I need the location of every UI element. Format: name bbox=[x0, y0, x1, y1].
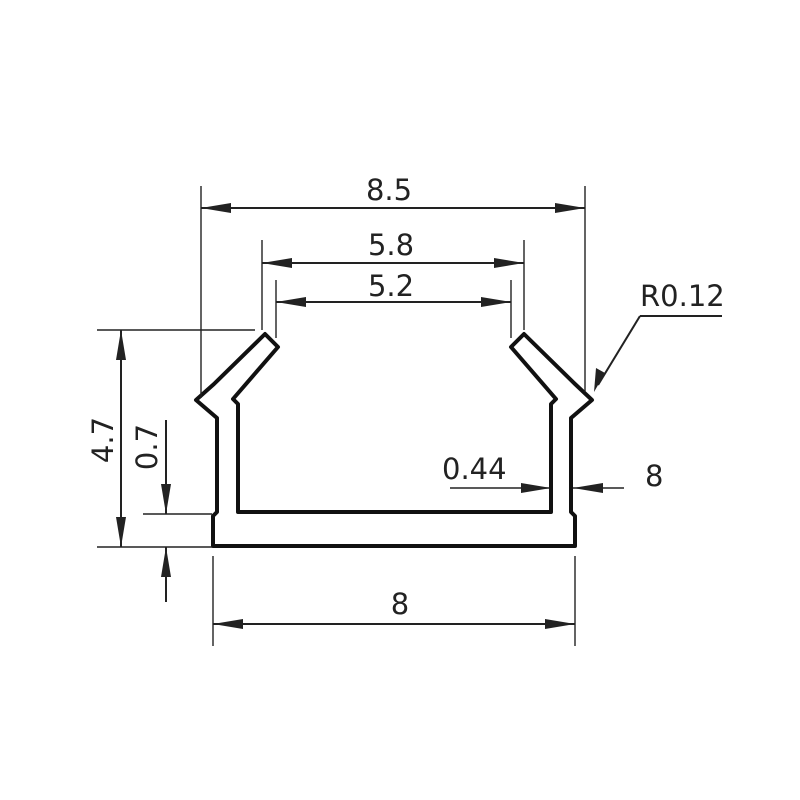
channel-profile bbox=[194, 332, 594, 548]
dim-label-top-width: 8.5 bbox=[366, 173, 412, 207]
dimension-top-width: 8.5 bbox=[200, 173, 586, 398]
dimension-wall-thickness: 0.44 8 bbox=[442, 452, 663, 493]
dim-label-total-height: 4.7 bbox=[86, 417, 120, 463]
dimension-base-thickness: 0.7 bbox=[130, 420, 212, 602]
dim-label-opening-inner: 5.2 bbox=[368, 269, 414, 303]
dim-label-wall-thickness: 0.44 bbox=[442, 452, 507, 486]
dimension-total-height: 4.7 bbox=[86, 329, 255, 548]
dim-label-opening-outer: 5.8 bbox=[368, 228, 414, 262]
dimension-opening-inner: 5.2 bbox=[275, 269, 512, 338]
dimension-opening-outer: 5.8 bbox=[261, 228, 525, 330]
dimension-radius: R0.12 bbox=[594, 279, 725, 392]
dim-label-bottom-width: 8 bbox=[391, 587, 409, 621]
dimension-bottom-width: 8 bbox=[212, 556, 576, 646]
dim-label-wall-thickness-side: 8 bbox=[645, 459, 663, 493]
dim-label-base-thickness: 0.7 bbox=[130, 424, 164, 470]
dim-label-radius: R0.12 bbox=[640, 279, 725, 313]
